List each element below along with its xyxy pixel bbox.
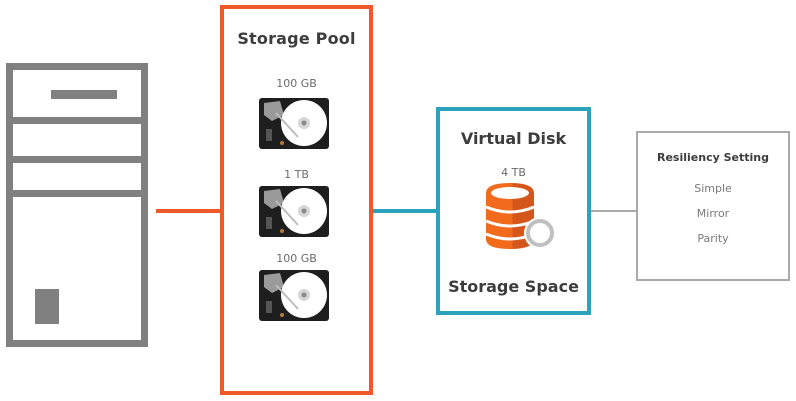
power-button (35, 289, 59, 324)
resiliency-option-parity: Parity (697, 232, 729, 245)
database-icon (485, 183, 556, 249)
resiliency-title: Resiliency Setting (657, 151, 769, 164)
virtual-disk-title: Virtual Disk (460, 129, 567, 148)
bay-divider (13, 190, 141, 197)
hard-drive-icon (259, 186, 329, 237)
storage-pool-box: Storage Pool 100 GB 1 TB 100 GB (220, 5, 373, 395)
hard-drive-icon (259, 270, 329, 321)
virtual-disk-box: Virtual Disk 4 TB Storage Space (436, 107, 591, 315)
disk-label: 100 GB (276, 252, 317, 265)
disk-label: 100 GB (276, 77, 317, 90)
virtual-disk-size: 4 TB (501, 166, 526, 179)
vdisk-to-resiliency-connector (591, 210, 636, 212)
pool-to-vdisk-connector (373, 209, 436, 213)
resiliency-option-mirror: Mirror (696, 207, 730, 220)
resiliency-option-simple: Simple (694, 182, 732, 195)
hard-drive-icon (259, 98, 329, 149)
disk-label: 1 TB (284, 168, 309, 181)
bay-divider (13, 156, 141, 163)
bay-divider (13, 117, 141, 124)
storage-space-label: Storage Space (448, 277, 579, 296)
server-to-pool-connector (156, 209, 220, 213)
server-tower-icon (6, 63, 148, 347)
drive-slot (51, 90, 117, 99)
storage-pool-title: Storage Pool (237, 29, 356, 48)
resiliency-setting-box: Resiliency Setting Simple Mirror Parity (636, 131, 790, 281)
